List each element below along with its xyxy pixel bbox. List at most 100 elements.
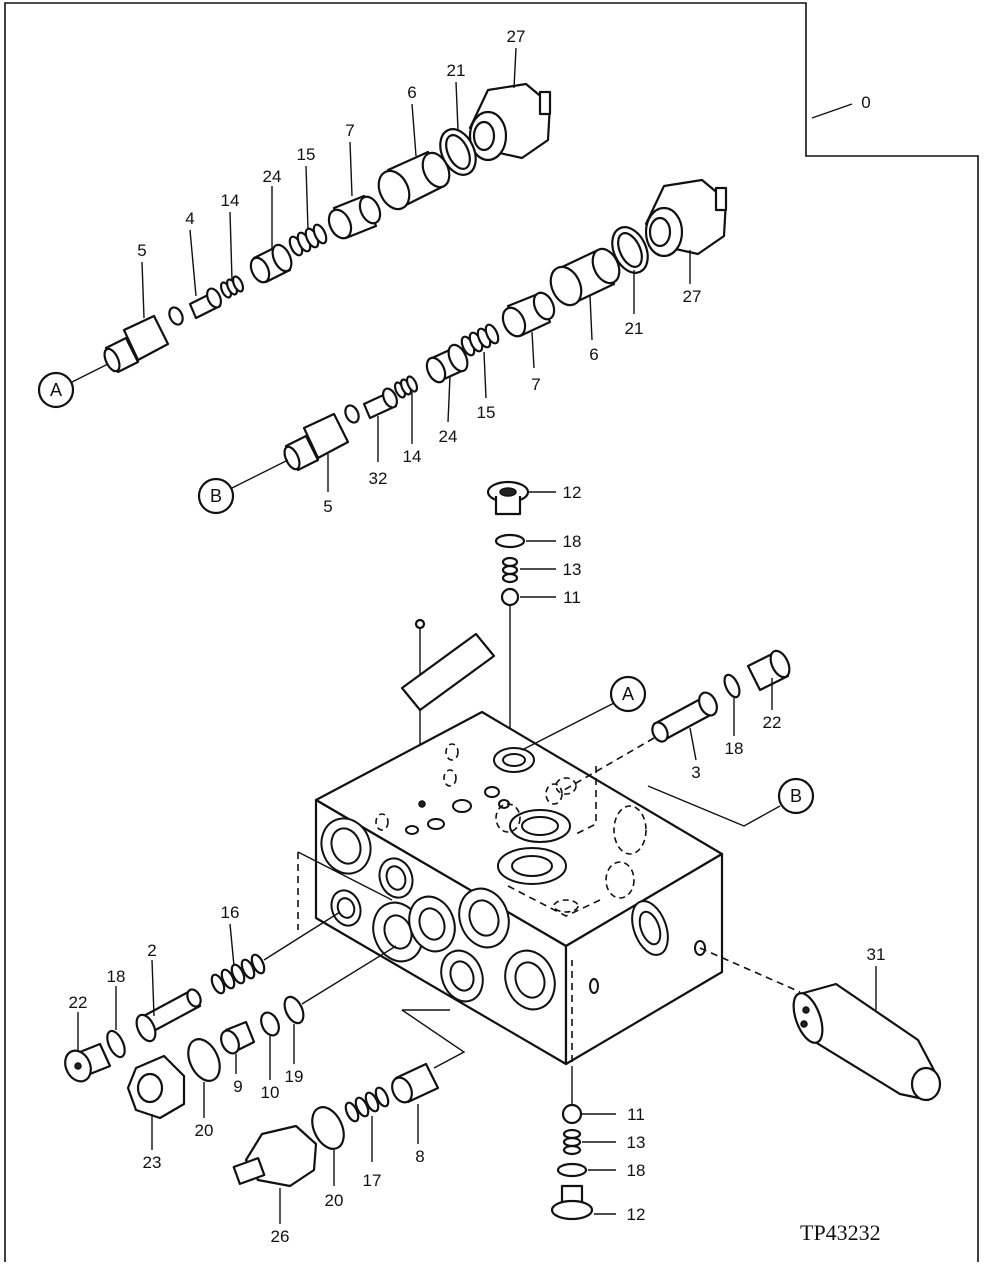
part-7-poppet xyxy=(327,194,382,240)
part-8-sleeve xyxy=(391,1009,466,1104)
part-24-seat-b xyxy=(425,343,469,384)
part-20-ring-bottom xyxy=(311,1106,345,1150)
label-27-top: 27 xyxy=(507,27,526,46)
label-18-top: 18 xyxy=(563,532,582,551)
part-7-poppet-b xyxy=(501,291,556,338)
port-b-callout-block xyxy=(777,777,815,815)
label-18-left: 18 xyxy=(107,967,126,986)
part-numbers: 27 21 6 7 15 24 14 4 5 27 21 6 7 15 24 1… xyxy=(69,27,886,1246)
part-15-spring xyxy=(288,223,328,257)
part-12-plug-bottom xyxy=(550,1184,594,1221)
label-4: 4 xyxy=(185,209,194,228)
part-2-spool xyxy=(135,988,202,1043)
part-32-pin xyxy=(344,387,398,424)
part-19-ring xyxy=(283,995,305,1025)
part-23-plug xyxy=(126,1054,186,1120)
part-11-ball xyxy=(500,587,520,607)
part-13-spring-bottom xyxy=(562,1128,582,1156)
label-16: 16 xyxy=(221,903,240,922)
label-24-mid: 24 xyxy=(439,427,458,446)
label-9: 9 xyxy=(233,1077,242,1096)
part-6-sleeve xyxy=(377,150,451,211)
leader-lines xyxy=(77,47,877,1224)
label-24-top: 24 xyxy=(263,167,282,186)
label-14-mid: 14 xyxy=(403,447,422,466)
part-4-pin xyxy=(168,287,222,326)
stack-top xyxy=(486,480,556,756)
assembly-a: A xyxy=(37,82,552,409)
drawing-frame xyxy=(4,2,979,1262)
assembly-b: B xyxy=(197,178,728,515)
label-22-left: 22 xyxy=(69,993,88,1012)
part-20-ring-left xyxy=(187,1038,221,1082)
label-15-top: 15 xyxy=(297,145,316,164)
label-32: 32 xyxy=(369,469,388,488)
label-10: 10 xyxy=(261,1083,280,1102)
label-21-top: 21 xyxy=(447,61,466,80)
spool-3 xyxy=(563,691,718,791)
part-18-oring-right xyxy=(723,673,741,699)
part-22-plug-left xyxy=(64,1042,112,1083)
port-b-label: B xyxy=(210,486,222,506)
label-11-top: 11 xyxy=(563,588,581,607)
name-plate xyxy=(400,618,496,810)
part-26-plug xyxy=(232,1124,318,1188)
label-23: 23 xyxy=(143,1153,162,1172)
label-20-left: 20 xyxy=(195,1121,214,1140)
part-14-spring xyxy=(219,275,245,299)
drawing-code: TP43232 xyxy=(800,1220,881,1245)
part-15-spring-b xyxy=(460,323,500,357)
part-10-ring xyxy=(260,1011,280,1037)
label-2: 2 xyxy=(147,941,156,960)
label-5-mid: 5 xyxy=(323,497,332,516)
part-18-oring-left xyxy=(106,1029,126,1059)
label-13-bottom: 13 xyxy=(627,1133,646,1152)
label-14-top: 14 xyxy=(221,191,240,210)
port-a-label: A xyxy=(50,380,62,400)
label-7-mid: 7 xyxy=(531,375,540,394)
port-a-label-block: A xyxy=(622,684,634,704)
label-12-top: 12 xyxy=(563,483,582,502)
part-18-oring-bottom xyxy=(556,1162,588,1178)
port-b-callout xyxy=(197,477,235,515)
label-6-mid: 6 xyxy=(589,345,598,364)
label-13-top: 13 xyxy=(563,560,582,579)
label-11-bottom: 11 xyxy=(627,1105,645,1124)
label-27-mid: 27 xyxy=(683,287,702,306)
label-6-top: 6 xyxy=(407,83,416,102)
part-24-seat xyxy=(249,243,293,284)
label-8: 8 xyxy=(415,1147,424,1166)
part-6-sleeve-b xyxy=(549,247,621,307)
label-3: 3 xyxy=(691,763,700,782)
port-b-label-block: B xyxy=(790,786,802,806)
group-number-label: 0 xyxy=(861,93,870,112)
label-26: 26 xyxy=(271,1227,290,1246)
part-11-ball-bottom xyxy=(561,1103,583,1125)
part-27-plug xyxy=(468,82,552,162)
valve-block xyxy=(314,710,724,1066)
part-5-adapter-b xyxy=(283,412,350,472)
part-5-adapter xyxy=(103,314,170,374)
port-a-callout xyxy=(37,371,75,409)
label-31: 31 xyxy=(867,945,886,964)
label-19: 19 xyxy=(285,1067,304,1086)
part-13-spring xyxy=(501,556,519,584)
part-31-cartridge xyxy=(699,947,942,1102)
label-17: 17 xyxy=(363,1171,382,1190)
part-18-oring xyxy=(494,533,526,549)
label-15-mid: 15 xyxy=(477,403,496,422)
part-17-spring xyxy=(344,1086,390,1123)
port-a-callout-block xyxy=(609,675,647,713)
part-22-plug-right xyxy=(746,649,791,692)
label-18-bottom: 18 xyxy=(627,1161,646,1180)
label-20-bottom: 20 xyxy=(325,1191,344,1210)
part-9-piston xyxy=(220,1020,256,1055)
label-7-top: 7 xyxy=(345,121,354,140)
part-14-spring-b xyxy=(393,375,419,399)
label-21-mid: 21 xyxy=(625,319,644,338)
stack-bottom xyxy=(550,1066,616,1221)
label-5-top: 5 xyxy=(137,241,146,260)
label-22-right: 22 xyxy=(763,713,782,732)
label-12-bottom: 12 xyxy=(627,1205,646,1224)
